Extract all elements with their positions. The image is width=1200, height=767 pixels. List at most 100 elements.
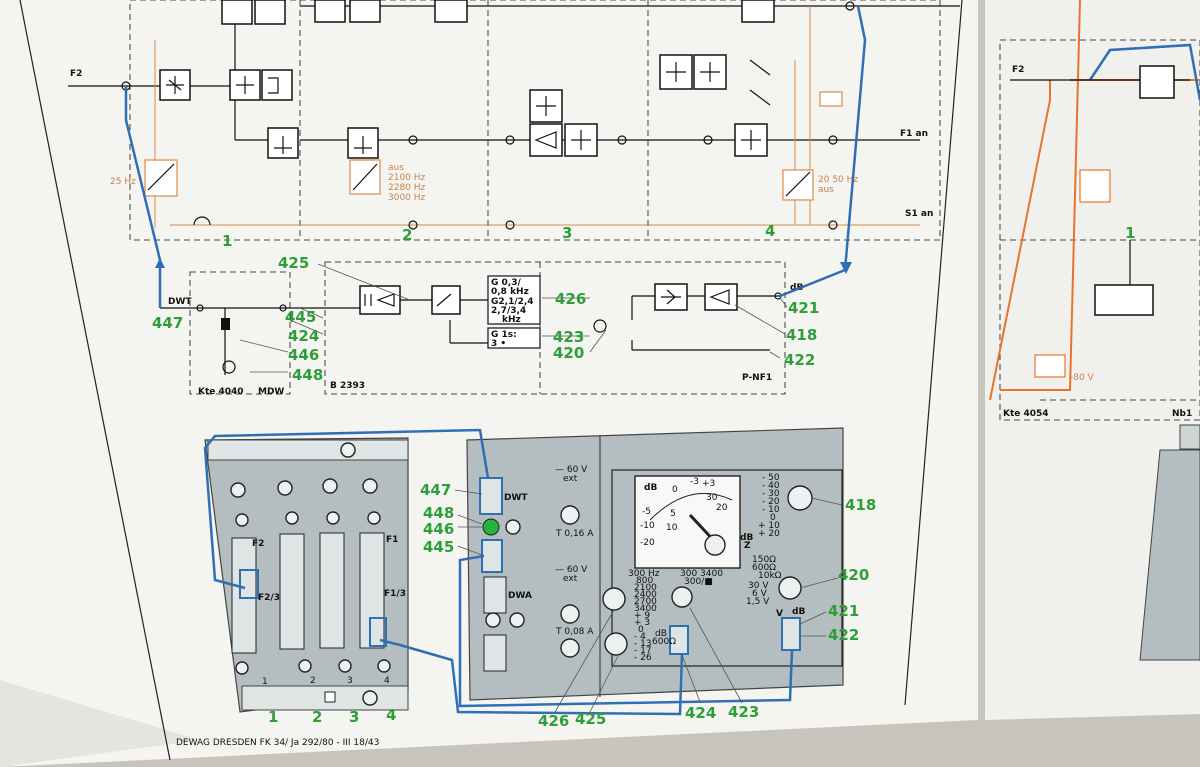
meter-zero-adjust <box>704 534 726 556</box>
orange-wire-right <box>989 80 1051 401</box>
freq-2100: 2100 <box>634 583 657 593</box>
g1s-box <box>487 327 541 349</box>
amp-block <box>741 0 775 23</box>
panel-callout-426: 426 <box>538 712 569 730</box>
poster-border-right <box>904 0 963 706</box>
right-oscillator <box>1079 169 1111 203</box>
fuse-016a-label: T 0,16 A <box>555 529 594 539</box>
db-0: 0 <box>638 625 644 635</box>
g-box-line-2: 0,8 kHz <box>491 287 529 297</box>
fuse-lower <box>560 638 580 658</box>
right-panel-fragment <box>1139 449 1200 661</box>
range-selector-knob[interactable] <box>787 485 813 511</box>
z-150: 150Ω <box>752 555 776 565</box>
section-number-4: 4 <box>765 222 775 240</box>
right-diagram: F2 Kte 4054 Nb1 -80 V 1 <box>989 0 1200 661</box>
callout-426: 426 <box>555 290 586 308</box>
z-600: 600Ω <box>752 563 776 573</box>
freq-300-3400-knob[interactable] <box>671 586 693 608</box>
socket-dwa-a <box>485 612 501 628</box>
db-600-label-1: dB <box>655 629 667 639</box>
callout-418: 418 <box>786 326 817 344</box>
panel-callout-leaders <box>454 489 843 713</box>
minus-80v-label: -80 V <box>1070 373 1095 383</box>
meter-scale-5: 5 <box>670 509 676 519</box>
fuse-008a <box>560 604 580 624</box>
freq-top-label: 300 Hz <box>628 569 660 579</box>
kte-4040-label: Kte 4040 <box>198 387 244 397</box>
right-power-block <box>1034 354 1066 378</box>
meter-scale-minus5: -5 <box>642 507 651 517</box>
poster-right-sheet <box>985 0 1200 720</box>
meter-scale-30: 30 <box>706 493 718 503</box>
freq-3000-label: 3000 Hz <box>388 193 426 203</box>
block-symbols <box>147 62 811 197</box>
meter-scale-0: 0 <box>672 485 678 495</box>
bottom-number-4: 4 <box>386 706 396 724</box>
callout-424: 424 <box>288 327 319 345</box>
left-front-panel: F2 F2/3 F1 F1/3 1 2 3 4 1 2 3 4 <box>204 437 409 726</box>
right-section-frame <box>999 39 1200 421</box>
panel-callout-425: 425 <box>575 710 606 728</box>
dbz-label-2: Z <box>744 541 751 551</box>
range-plus10: + 10 <box>758 521 780 531</box>
freq-selector-knob[interactable] <box>602 587 626 611</box>
fuse-016a <box>560 505 580 525</box>
meter-scale-minus20: -20 <box>640 538 655 548</box>
v-label: V <box>776 609 783 619</box>
b2393-frame <box>324 261 786 395</box>
panel-callout-447: 447 <box>420 481 451 499</box>
socket-446-b <box>505 519 521 535</box>
z-selector-knob[interactable] <box>778 576 802 600</box>
section-number-2: 2 <box>402 226 412 244</box>
right-filter-block <box>1139 65 1175 99</box>
meter-db-label: dB <box>644 483 657 493</box>
range-plus20: + 20 <box>758 529 780 539</box>
freq-20-50-label: 20 50 Hz <box>818 175 858 185</box>
section-number-3: 3 <box>562 224 572 242</box>
amp-block <box>564 123 598 157</box>
level-selector-knob[interactable] <box>604 632 628 656</box>
db-minus26: - 26 <box>634 653 652 663</box>
poster-border-left <box>19 0 171 761</box>
oscillator-block <box>782 169 814 201</box>
dwt-label: DWT <box>168 297 192 307</box>
panel-callout-448: 448 <box>423 504 454 522</box>
f1-an-label: F1 an <box>900 129 928 139</box>
panel-callout-423: 423 <box>728 703 759 721</box>
slot-f1-label: F1 <box>386 535 398 545</box>
socket-445 <box>481 539 503 573</box>
slot-number-3: 3 <box>347 676 353 686</box>
amp-block <box>254 0 286 25</box>
slot-number-2: 2 <box>310 676 316 686</box>
v60-ext-mid-1: — 60 V <box>555 565 588 575</box>
blue-wire-panel-dwt <box>203 428 490 590</box>
v-30: 30 V <box>748 581 769 591</box>
footer-maker-line: DEWAG DRESDEN FK 34/ Ja 292/80 - III 18/… <box>176 738 379 748</box>
p-nf1-label: P-NF1 <box>742 373 772 383</box>
callout-leaders <box>239 263 788 373</box>
slot-number-1: 1 <box>262 677 268 687</box>
meter-scale-plus3: +3 <box>702 479 715 489</box>
callout-421: 421 <box>788 299 819 317</box>
blue-wire-f2-dwt <box>124 86 162 308</box>
callout-447: 447 <box>152 314 183 332</box>
range-minus50: - 50 <box>762 473 780 483</box>
blue-arrow-down <box>840 262 852 274</box>
nb1-label: Nb1 <box>1172 409 1192 419</box>
amp-block <box>314 0 346 23</box>
generator-box <box>487 275 541 325</box>
right-panel-edge <box>1179 424 1200 450</box>
meter-scale-10: 10 <box>666 523 678 533</box>
relay-block <box>819 91 843 107</box>
meter-scale-minus10: -10 <box>640 521 655 531</box>
slot-f2-3-label: F2/3 <box>258 593 280 603</box>
freq-3400: 3400 <box>634 604 657 614</box>
left-panel-slots <box>231 532 387 654</box>
range-minus30: - 30 <box>762 489 780 499</box>
meter-arc <box>649 492 733 521</box>
dwa-label: DWA <box>508 591 532 601</box>
callout-425: 425 <box>278 254 309 272</box>
right-section-number: 1 <box>1125 224 1135 242</box>
